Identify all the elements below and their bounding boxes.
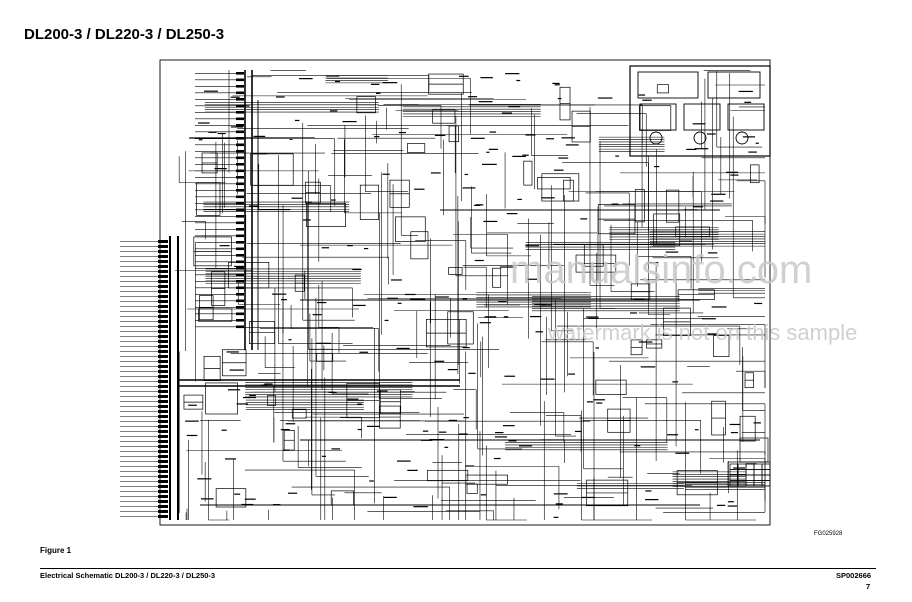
page-number: 7 [866,582,871,591]
footer-doc-number: SP002666 [836,571,872,580]
footer-document-title: Electrical Schematic DL200-3 / DL220-3 /… [40,571,216,580]
component-blocks [183,73,771,508]
wiring-lines [120,70,766,521]
connector-legend-box [629,65,771,157]
figure-code: FG025928 [814,531,843,537]
connector-pins [158,72,763,518]
watermark-subtext: watermark is not on this sample [548,320,858,345]
figure-caption: Figure 1 [40,546,72,555]
legend-table-2 [727,461,771,487]
footer-rule [40,568,876,569]
page-title: DL200-3 / DL220-3 / DL250-3 [24,26,225,43]
watermark: manualsinfo.com [510,248,813,292]
